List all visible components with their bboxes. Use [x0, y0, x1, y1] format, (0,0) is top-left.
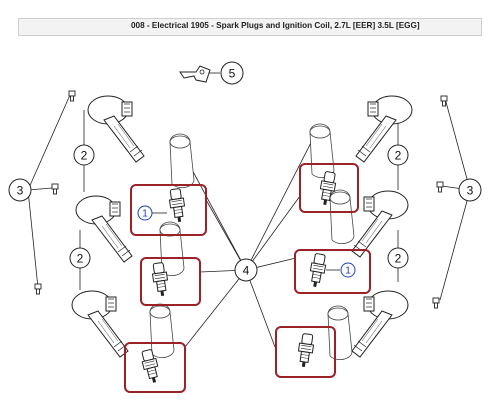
- highlight-box: [140, 257, 201, 306]
- callout-3-left: 3: [8, 178, 32, 202]
- svg-text:2: 2: [395, 252, 402, 266]
- highlight-box: [294, 249, 371, 294]
- callout-5: 5: [220, 61, 244, 85]
- svg-text:2: 2: [77, 252, 84, 266]
- callout-2-left-lower: 2: [69, 247, 91, 269]
- callout-1-right: 1: [340, 262, 356, 278]
- highlighted-spark-plugs: [124, 163, 371, 393]
- callout-2-right-upper: 2: [387, 144, 409, 166]
- callout-4: 4: [234, 258, 258, 282]
- coil-bracket: [179, 65, 211, 83]
- callout-2-left-upper: 2: [73, 144, 95, 166]
- callout-2-right-lower: 2: [387, 247, 409, 269]
- plug-well-tubes: [149, 123, 355, 360]
- callout-1-left: 1: [137, 205, 153, 221]
- svg-text:3: 3: [467, 184, 474, 198]
- diagram-title: 008 - Electrical 1905 - Spark Plugs and …: [131, 21, 420, 30]
- highlight-box: [299, 163, 359, 213]
- ignition-coils-left: [71, 95, 145, 358]
- highlight-box: [130, 184, 207, 236]
- ignition-coils-right: [351, 95, 413, 358]
- svg-text:4: 4: [243, 264, 250, 278]
- svg-text:2: 2: [395, 149, 402, 163]
- diagram-title-bar: 008 - Electrical 1905 - Spark Plugs and …: [18, 18, 482, 36]
- svg-text:1: 1: [345, 266, 351, 277]
- callout-3-right: 3: [458, 178, 482, 202]
- svg-text:3: 3: [17, 184, 24, 198]
- svg-text:5: 5: [229, 67, 236, 81]
- svg-text:2: 2: [81, 149, 88, 163]
- highlight-box: [124, 342, 186, 393]
- svg-text:1: 1: [142, 209, 148, 220]
- highlight-box: [275, 326, 336, 378]
